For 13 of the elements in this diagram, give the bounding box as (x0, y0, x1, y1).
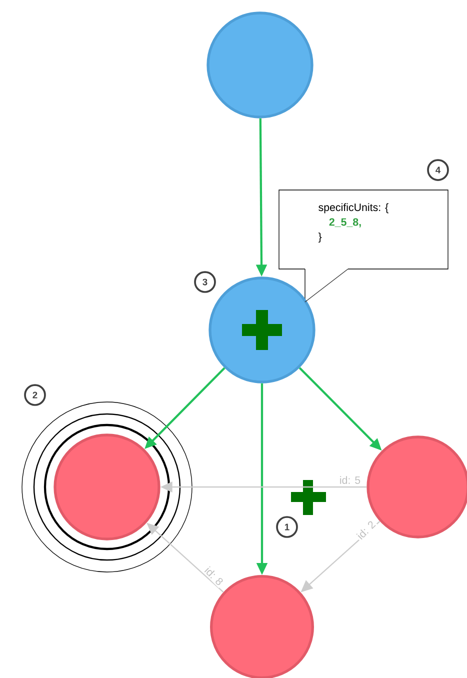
leader-line (304, 268, 348, 302)
callout-number: 1 (276, 516, 298, 538)
circle-node (208, 276, 316, 384)
callout-number: 4 (427, 159, 449, 181)
callout-number: 3 (194, 271, 216, 293)
edge-label: id: 5 (338, 474, 362, 486)
callout-box: specificUnits: { 2_5_8, } (278, 190, 448, 302)
ringed-circle (22, 402, 192, 572)
edge-label: id: 8 (202, 564, 226, 588)
edge-label: id: 2 (354, 518, 378, 542)
circle-node (366, 436, 467, 538)
circle-node (206, 12, 314, 118)
callout-number: 2 (24, 384, 46, 406)
